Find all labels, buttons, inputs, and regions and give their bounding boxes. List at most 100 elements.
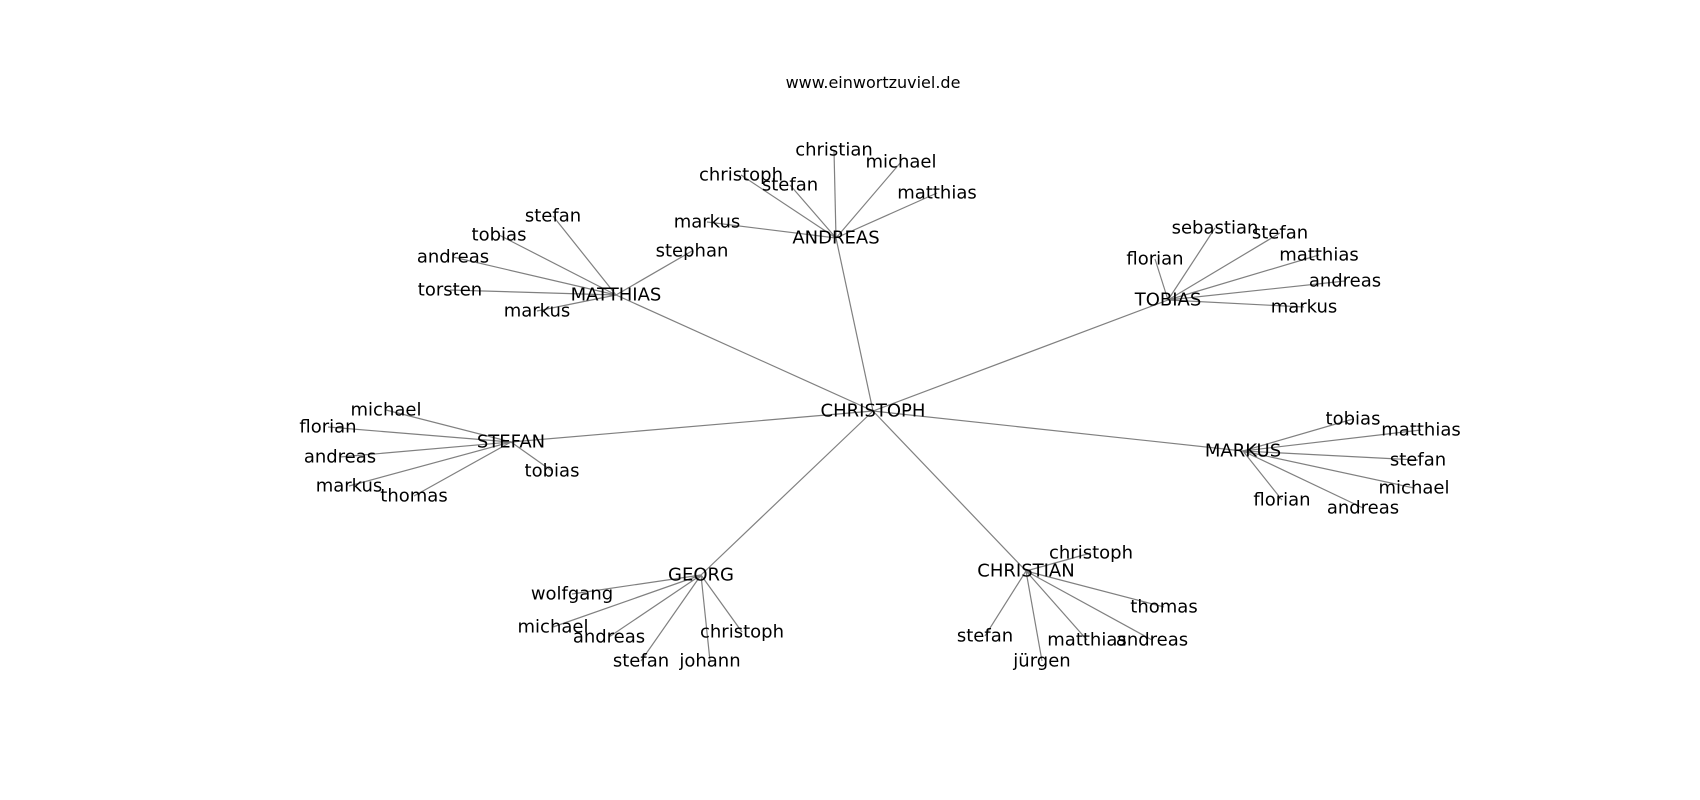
edge-georg-1: [552, 574, 702, 628]
leaf-node-label: florian: [1126, 249, 1183, 270]
edge-georg-5: [700, 574, 743, 633]
edge-matthias-3: [449, 289, 617, 296]
edge-stefan-4: [413, 441, 512, 497]
leaf-node-label: markus: [1271, 297, 1338, 318]
leaf-node-label: markus: [674, 212, 741, 233]
edge-root-christian: [872, 410, 1027, 572]
edge-christian-3: [1025, 570, 1043, 662]
edge-christian-5: [1025, 570, 1153, 641]
leaf-node-label: michael: [866, 152, 937, 173]
edge-markus-5: [1242, 450, 1364, 509]
leaf-node-label: tobias: [1326, 409, 1381, 430]
leaf-node-label: michael: [1379, 478, 1450, 499]
leaf-node-label: stefan: [762, 175, 818, 196]
edge-stefan-5: [510, 441, 553, 472]
edge-andreas-0: [833, 149, 837, 239]
edge-markus-1: [1242, 429, 1422, 452]
edge-markus-3: [1242, 450, 1415, 489]
leaf-node-label: matthias: [1279, 245, 1359, 266]
edge-andreas-1: [835, 161, 902, 239]
hub-node-label: CHRISTIAN: [977, 561, 1074, 582]
leaf-node-label: stefan: [1390, 450, 1446, 471]
leaf-node-label: florian: [299, 417, 356, 438]
leaf-node-label: johann: [678, 651, 740, 672]
leaf-node-label: markus: [316, 476, 383, 497]
edge-tobias-4: [1167, 280, 1346, 301]
edge-markus-0: [1242, 418, 1354, 452]
edge-matthias-4: [536, 294, 617, 312]
edge-root-stefan: [510, 410, 874, 443]
leaf-node-label: andreas: [1309, 271, 1381, 292]
leaf-node-label: tobias: [472, 225, 527, 246]
leaf-node-label: florian: [1253, 490, 1310, 511]
edge-christian-1: [1025, 570, 1165, 608]
leaf-node-label: christoph: [700, 622, 784, 643]
edges-layer: [327, 149, 1422, 662]
edge-tobias-1: [1167, 232, 1281, 301]
edge-matthias-1: [498, 234, 617, 296]
edge-tobias-0: [1167, 227, 1216, 301]
root-node-label: CHRISTOPH: [821, 401, 926, 422]
leaf-node-label: stefan: [957, 626, 1013, 647]
leaf-node-label: andreas: [304, 447, 376, 468]
edge-christian-4: [1025, 570, 1088, 641]
edge-root-georg: [700, 410, 874, 576]
edge-stefan-0: [385, 409, 512, 443]
edge-georg-2: [608, 574, 702, 638]
leaf-node-label: andreas: [573, 627, 645, 648]
leaf-node-label: andreas: [1327, 498, 1399, 519]
leaf-node-label: andreas: [417, 247, 489, 268]
edge-root-matthias: [615, 294, 874, 412]
edge-andreas-4: [789, 184, 837, 239]
edge-stefan-1: [327, 426, 512, 443]
edge-christian-0: [1025, 552, 1092, 572]
leaf-node-label: jürgen: [1012, 651, 1070, 672]
edge-root-andreas: [835, 237, 874, 412]
edge-christian-2: [984, 570, 1027, 637]
leaf-node-label: wolfgang: [531, 584, 613, 605]
leaf-node-label: stefan: [525, 206, 581, 227]
leaf-node-label: sebastian: [1172, 218, 1259, 239]
leaf-node-label: markus: [504, 301, 571, 322]
leaf-node-label: christoph: [699, 165, 783, 186]
edge-georg-3: [640, 574, 702, 662]
edge-andreas-3: [740, 174, 837, 239]
leaf-node-label: matthias: [1047, 630, 1127, 651]
hub-node-label: MATTHIAS: [571, 285, 662, 306]
leaf-node-label: torsten: [418, 280, 482, 301]
leaf-node-label: thomas: [1130, 597, 1197, 618]
edge-andreas-5: [706, 221, 837, 239]
edge-tobias-3: [1154, 258, 1169, 301]
edge-stefan-2: [339, 441, 512, 458]
labels-layer: CHRISTOPHANDREASchristianmichaelmatthias…: [299, 140, 1460, 672]
edge-root-tobias: [872, 299, 1169, 412]
edge-matthias-2: [452, 256, 617, 296]
edge-georg-4: [700, 574, 711, 662]
edge-georg-0: [571, 574, 702, 595]
leaf-node-label: stefan: [613, 651, 669, 672]
edge-andreas-2: [835, 192, 938, 239]
leaf-node-label: tobias: [525, 461, 580, 482]
edge-tobias-2: [1167, 254, 1320, 301]
leaf-node-label: christian: [795, 140, 873, 161]
edge-tobias-5: [1167, 299, 1305, 308]
leaf-node-label: michael: [518, 617, 589, 638]
leaf-node-label: christoph: [1049, 543, 1133, 564]
edge-root-markus: [872, 410, 1244, 452]
leaf-node-label: michael: [351, 400, 422, 421]
leaf-node-label: matthias: [1381, 420, 1461, 441]
leaf-node-label: thomas: [380, 486, 447, 507]
edge-stefan-3: [348, 441, 512, 487]
edge-matthias-0: [552, 215, 617, 296]
hub-node-label: STEFAN: [477, 432, 545, 453]
edge-matthias-5: [615, 250, 693, 296]
hub-node-label: ANDREAS: [792, 228, 879, 249]
hub-node-label: GEORG: [668, 565, 734, 586]
leaf-node-label: matthias: [897, 183, 977, 204]
edge-markus-2: [1242, 450, 1419, 461]
hub-node-label: TOBIAS: [1134, 290, 1202, 311]
leaf-node-label: andreas: [1116, 630, 1188, 651]
hub-node-label: MARKUS: [1205, 441, 1281, 462]
edge-markus-4: [1242, 450, 1283, 501]
